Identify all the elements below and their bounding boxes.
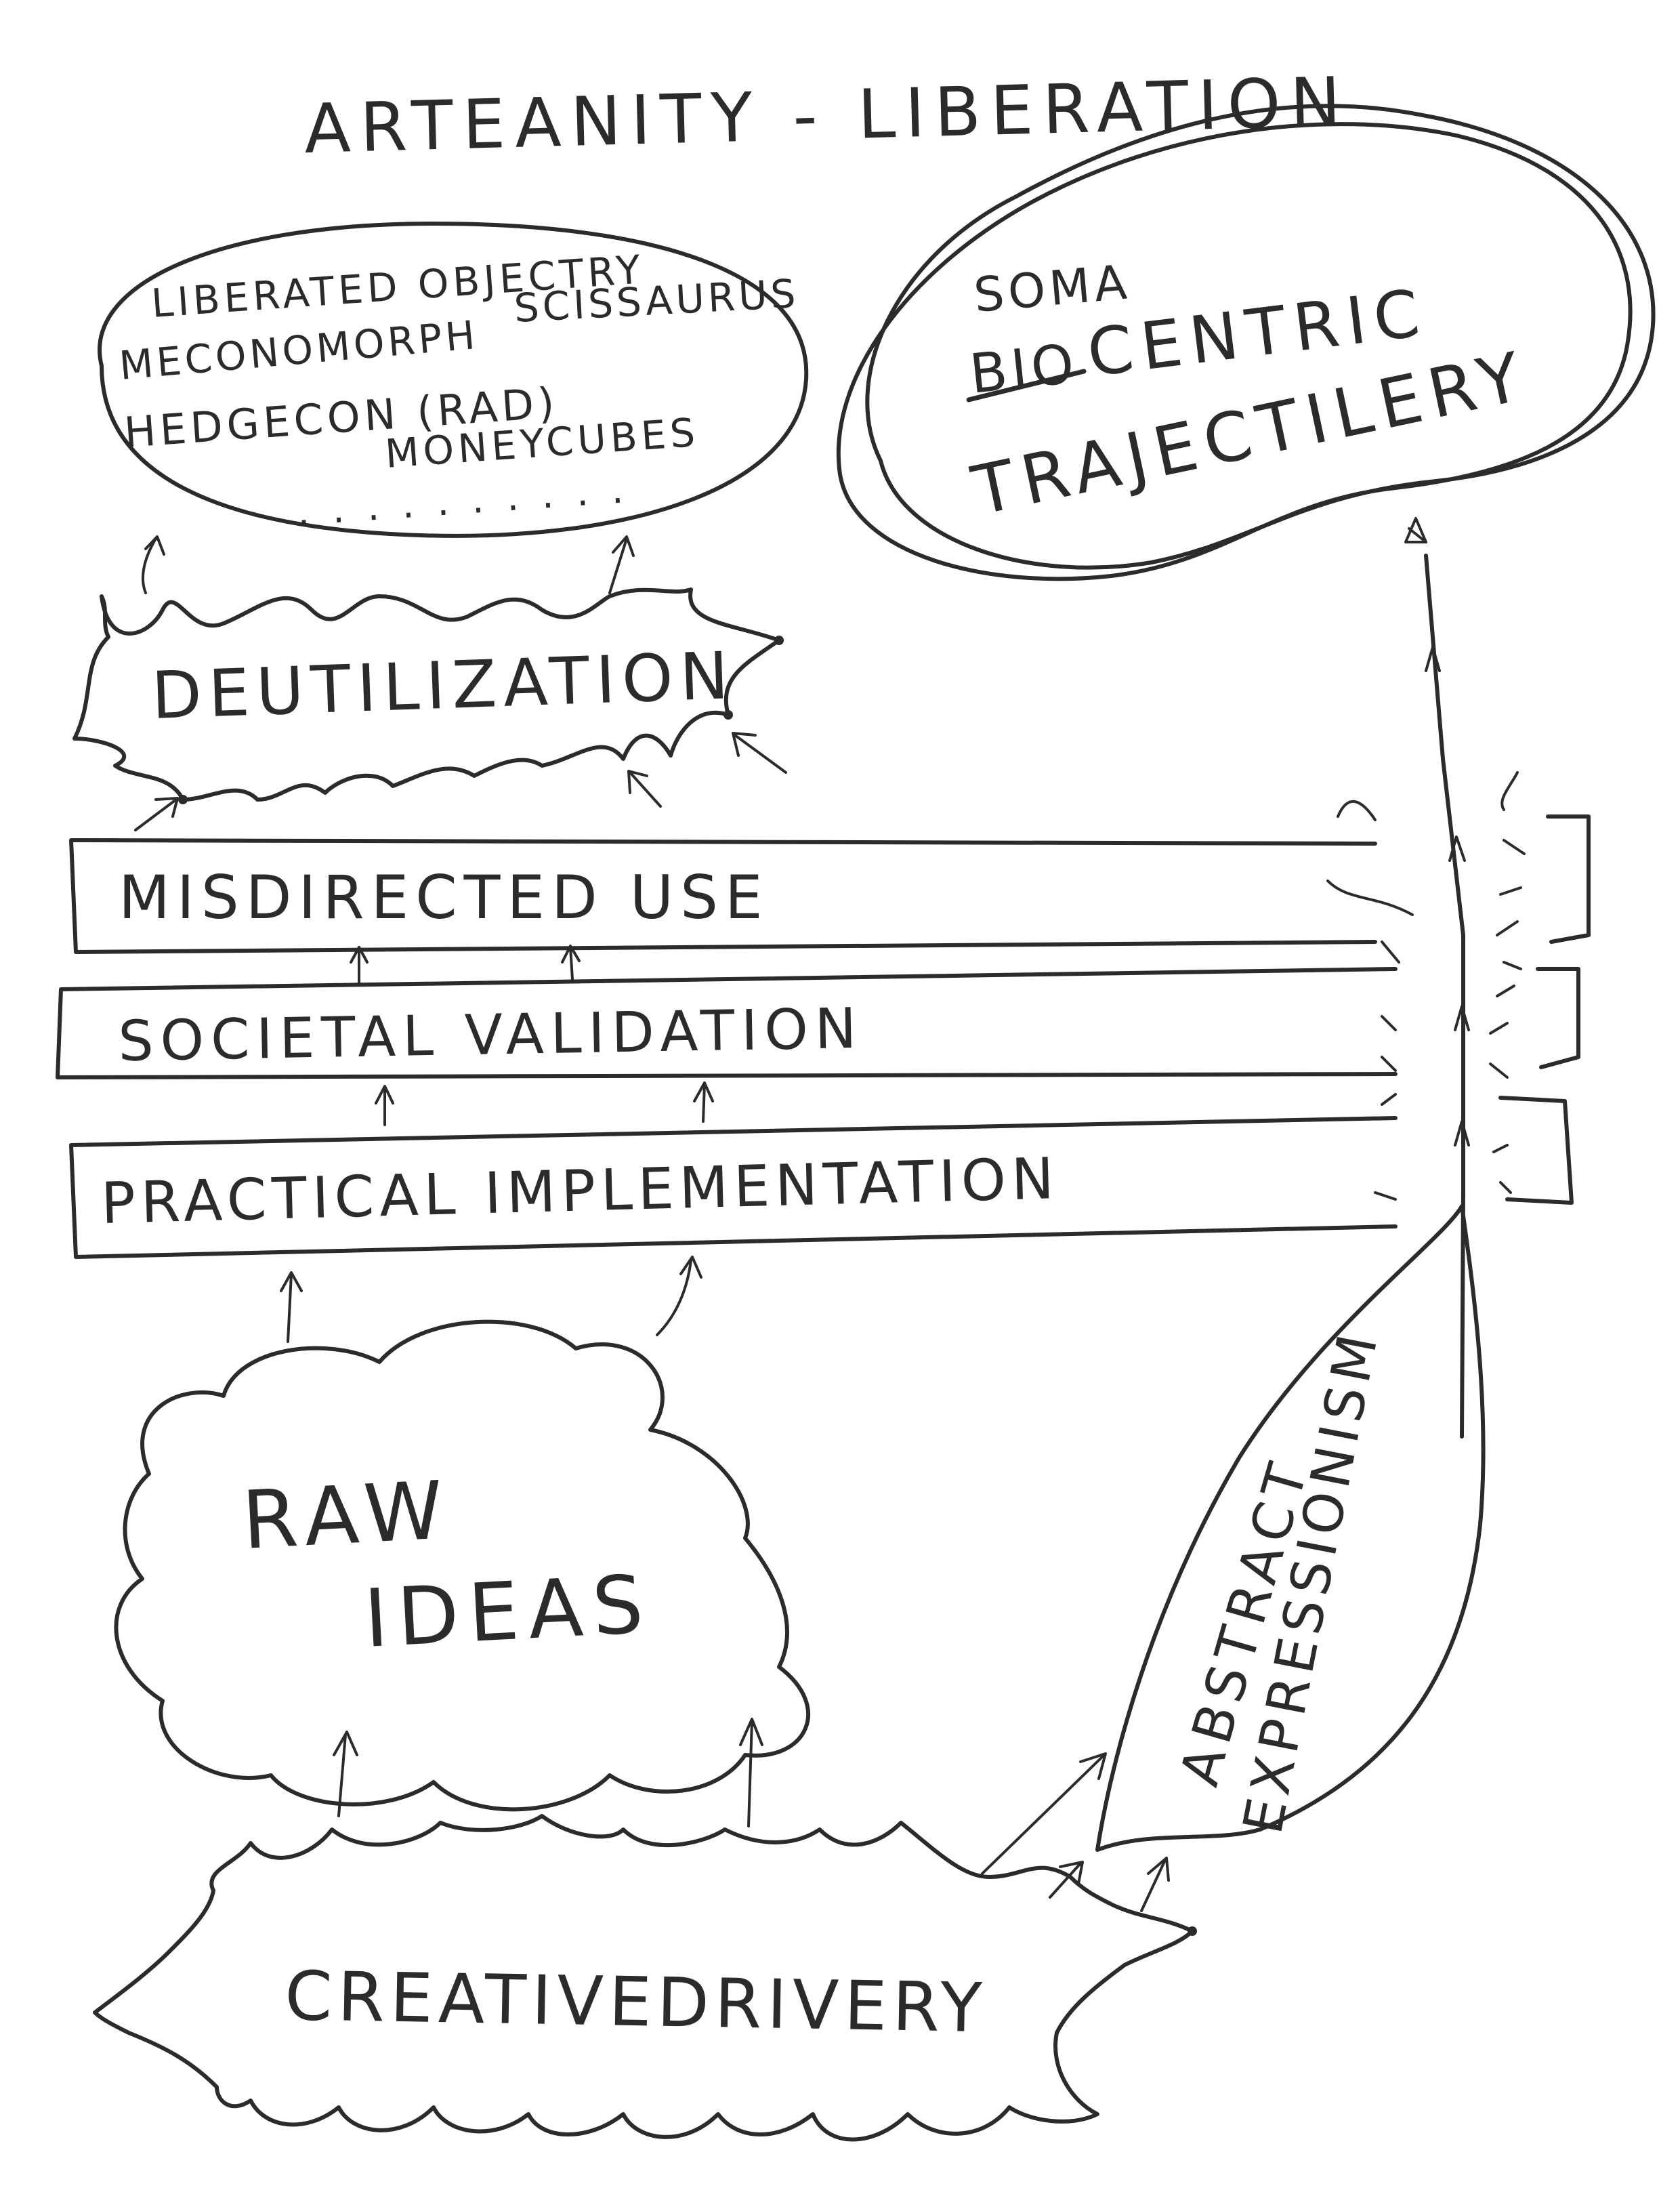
- ellipsis-text: . . . . . . . . . .: [295, 468, 630, 535]
- deutilization-up-arrows: [141, 535, 635, 594]
- raw-text: RAW: [240, 1463, 455, 1567]
- practical-to-societal-arrows: [375, 1081, 714, 1126]
- drivery-to-abstract-arrows: [981, 1752, 1170, 1912]
- creative-drivery-banner: CREATIVEDRIVERY: [93, 1814, 1197, 2142]
- soma-text: SOMA: [971, 254, 1133, 323]
- societal-validation-layer: SOCIETAL VALIDATION: [56, 967, 1398, 1079]
- societal-validation-text: SOCIETAL VALIDATION: [118, 997, 864, 1074]
- practical-implementation-text: PRACTICAL IMPLEMENTATION: [100, 1145, 1060, 1237]
- misdirected-use-layer: MISDIRECTED USE: [69, 838, 1377, 954]
- misuse-to-deutilization-arrows: [134, 732, 787, 831]
- raw-ideas-cloud: RAW IDEAS: [114, 1319, 810, 1812]
- trajectory-arrow-line: [1404, 517, 1470, 1439]
- bio-strikethrough: [966, 369, 1087, 402]
- right-side-brackets: [1326, 771, 1591, 1205]
- misdirected-use-text: MISDIRECTED USE: [119, 863, 770, 932]
- raw-ideas-to-practical-arrows: [280, 1256, 702, 1343]
- trajectilery-cloud: SOMA BIO CENTRIC TRAJECTILERY: [836, 104, 1656, 581]
- abstract-expressionism-leaf: ABSTRACT EXPRESSIONISM: [1095, 1204, 1486, 1852]
- practical-implementation-layer: PRACTICAL IMPLEMENTATION: [69, 1116, 1398, 1259]
- drivery-to-raw-ideas-arrows: [333, 1718, 763, 1827]
- ideas-text: IDEAS: [362, 1557, 654, 1666]
- deutilization-text: DEUTILIZATION: [150, 638, 736, 734]
- creative-drivery-text: CREATIVEDRIVERY: [285, 1956, 988, 2048]
- diagram-title: ARTEANITY - LIBERATION: [303, 62, 1351, 169]
- liberated-objectry-cloud: LIBERATED OBJECTRY MECONOMORPH SCISSAURU…: [98, 222, 809, 538]
- societal-to-misuse-arrows: [350, 945, 581, 984]
- deutilization-banner: DEUTILIZATION: [72, 587, 784, 804]
